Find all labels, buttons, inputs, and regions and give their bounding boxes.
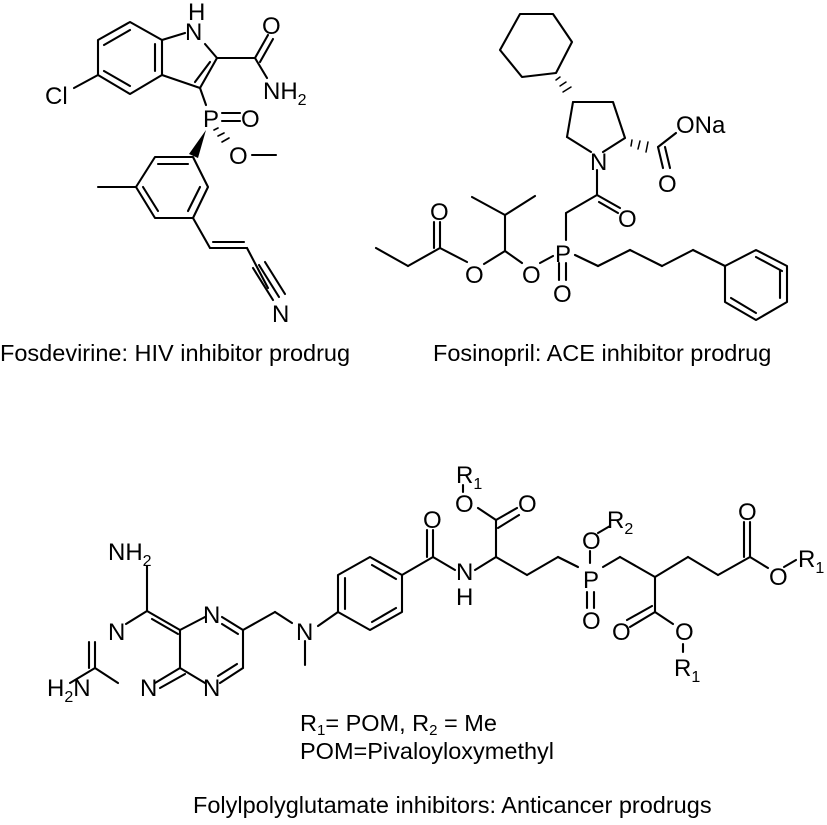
atom-n5: N: [203, 602, 220, 629]
atom-n8: N: [203, 675, 220, 702]
hashed-bond: [555, 76, 572, 93]
atom-o-bottom-ester: O: [675, 619, 694, 646]
atom-p: P: [583, 567, 599, 594]
substituent-legend-line2: POM=Pivaloyloxymethyl: [300, 738, 555, 764]
atom-h2n: H2N: [47, 675, 91, 706]
folylpolyglutamate-caption: Folylpolyglutamate inhibitors: Anticance…: [193, 792, 712, 818]
atom-r1-bottom: R1: [674, 655, 700, 686]
folylpolyglutamate-structure: NH2 H2N N N N N N O N H R1 O O O R2 P O …: [47, 462, 824, 706]
atom-cl: Cl: [45, 83, 68, 110]
atom-p: P: [555, 241, 571, 268]
fosdevirine-structure: H N O NH2 Cl P O O N: [45, 0, 307, 328]
substituent-legend-line1: R1= POM, R2 = Me: [300, 710, 497, 739]
atom-nh-h: H: [456, 584, 473, 611]
hashed-bond: [213, 127, 230, 143]
atom-o-top-ester: O: [455, 491, 474, 518]
atom-n-indole: N: [185, 19, 202, 46]
atom-r1-right: R1: [798, 546, 824, 577]
atom-o-phosphinate: O: [522, 262, 541, 289]
atom-nh2: NH2: [263, 78, 307, 109]
atom-nh2-top: NH2: [108, 539, 152, 570]
wedge-bond: [189, 130, 206, 158]
atom-o-p-double: O: [553, 281, 572, 308]
atom-n1: N: [108, 619, 125, 646]
atom-o-top-carbonyl: O: [518, 491, 537, 518]
atom-r2: R2: [607, 507, 633, 538]
atom-o-amide: O: [618, 206, 637, 233]
atom-o-carboxyl: O: [658, 171, 677, 198]
fosdevirine-caption: Fosdevirine: HIV inhibitor prodrug: [0, 340, 351, 366]
atom-r1-top: R1: [456, 462, 482, 493]
fosinopril-structure: ONa N O O O O O P O: [374, 12, 789, 322]
atom-o-amide: O: [262, 13, 281, 40]
atom-o-bottom-carbonyl: O: [612, 619, 631, 646]
atom-o-ester-carbonyl: O: [430, 199, 449, 226]
hashed-bond: [630, 139, 649, 153]
atom-o-right-ester: O: [769, 564, 788, 591]
atom-o-ester: O: [465, 262, 484, 289]
atom-n-pyrrolidine: N: [590, 149, 607, 176]
atom-o-right-carbonyl: O: [738, 499, 757, 526]
atom-n3: N: [140, 675, 157, 702]
atom-o-r2: O: [582, 528, 601, 555]
atom-o-methoxy: O: [229, 143, 248, 170]
fosinopril-caption: Fosinopril: ACE inhibitor prodrug: [433, 340, 772, 366]
atom-nh-n: N: [456, 559, 473, 586]
atom-o-p-double: O: [582, 608, 601, 635]
atom-h: H: [188, 0, 205, 26]
atom-ona: ONa: [676, 112, 726, 139]
atom-o-amide: O: [423, 507, 442, 534]
atom-n-nitrile: N: [272, 301, 289, 328]
atom-o-double: O: [241, 106, 260, 133]
atom-p: P: [203, 106, 219, 133]
atom-n-methyl: N: [296, 619, 313, 646]
